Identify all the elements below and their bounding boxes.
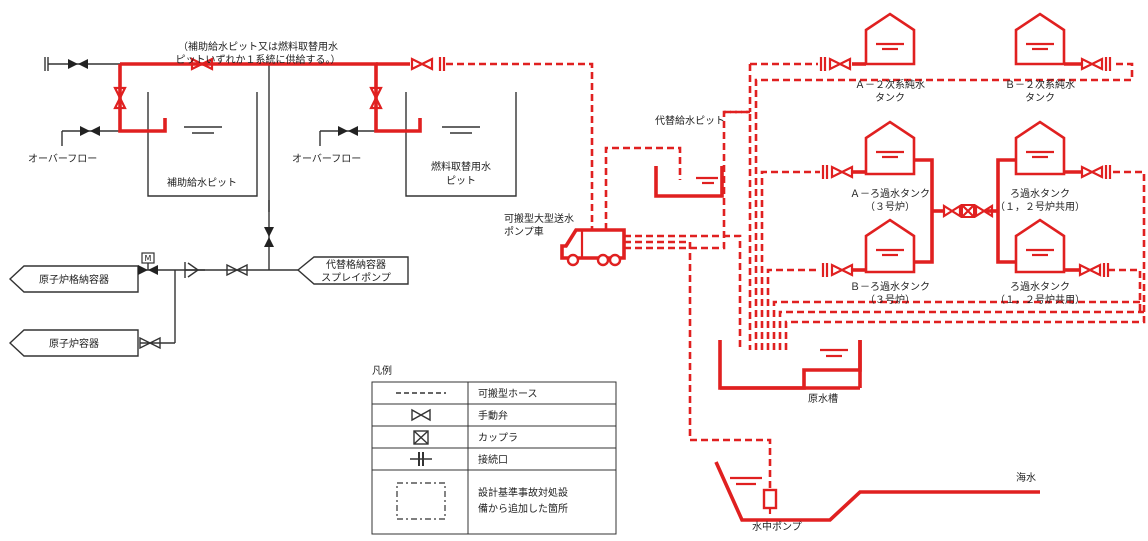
- legend-label-manual-valve: 手動弁: [478, 409, 508, 422]
- fuel-pit-label-1: 燃料取替用水: [431, 160, 491, 173]
- hose-fittings: [819, 57, 1112, 277]
- tank-b2: [1014, 12, 1082, 66]
- aux-pit-label: 補助給水ピット: [167, 176, 237, 189]
- legend-title: 凡例: [372, 364, 392, 377]
- tank-filt-a: [852, 120, 916, 176]
- motor-label: M: [145, 254, 152, 263]
- overflow-right-label: オーバーフロー: [292, 153, 361, 165]
- legend-dashed-box: [396, 482, 446, 520]
- tank-a2-label-1: Ａ－２次系純水: [855, 78, 925, 91]
- black-piping: [8, 57, 517, 357]
- seawater-label: 海水: [1016, 471, 1036, 484]
- manual-valve-icon: [411, 408, 431, 422]
- tank-b2-label-2: タンク: [1025, 92, 1055, 104]
- pcv-vessel-label: 原子炉格納容器: [39, 273, 109, 286]
- note-line2: ピットいずれか１系統に供給する。）: [176, 53, 341, 66]
- filt-b-label-2: （３号炉）: [865, 294, 915, 306]
- reactor-vessel-label: 原子炉容器: [49, 337, 99, 350]
- alt-supply-pit: [654, 166, 724, 198]
- legend-label-hose: 可搬型ホース: [478, 387, 538, 400]
- diagram-labels: （補助給水ピット又は燃料取替用水 ピットいずれか１系統に供給する。） オーバーフ…: [28, 40, 1085, 533]
- fuel-pit-label-2: ピット: [446, 175, 476, 187]
- filt-12a-label-1: ろ過水タンク: [1010, 188, 1070, 200]
- filt-a-label-1: Ａ－ろ過水タンク: [850, 188, 930, 200]
- spray-pump-label-2: スプレイポンプ: [321, 272, 391, 284]
- tank-b2-label-1: Ｂ－２次系純水: [1005, 78, 1075, 91]
- tank-a2: [852, 12, 916, 66]
- truck-label-2: ポンプ車: [504, 225, 544, 238]
- connection-port-icon: [410, 452, 432, 466]
- truck-label-1: 可搬型大型送水: [504, 212, 574, 225]
- filt-12b-label-1: ろ過水タンク: [1010, 281, 1070, 293]
- tank-a2-label-2: タンク: [875, 92, 905, 104]
- filt-12a-label-2: （１，２号炉共用）: [995, 201, 1085, 213]
- note-line1: （補助給水ピット又は燃料取替用水: [178, 40, 338, 53]
- tank-filt-b: [852, 218, 916, 274]
- black-valves: [68, 59, 358, 350]
- legend-label-added-2: 備から追加した箇所: [478, 502, 568, 515]
- portable-hoses: [446, 62, 1146, 490]
- seawater-area: [714, 461, 1040, 522]
- tank-filt-12b: [1014, 218, 1080, 274]
- filt-12b-label-2: （１，２号炉共用）: [995, 294, 1085, 306]
- sub-pump-label: 水中ポンプ: [752, 520, 802, 533]
- tank-interconnect: [914, 158, 1016, 264]
- legend-label-added-1: 設計基準事故対処設: [478, 486, 568, 499]
- raw-tank-label: 原水槽: [808, 392, 838, 405]
- pump-truck-icon: [560, 228, 626, 267]
- raw-water-tank: [718, 340, 862, 390]
- red-valves: [113, 57, 446, 110]
- overflow-left-label: オーバーフロー: [28, 153, 97, 165]
- legend: 凡例 可搬型ホース 手動弁 カップラ 接続口 設計基準事故対処設 備から追加した…: [371, 364, 617, 535]
- tank-filt-12a: [1014, 120, 1082, 176]
- alt-pit-label: 代替給水ピット: [655, 114, 725, 127]
- legend-label-coupler: カップラ: [478, 432, 518, 444]
- filt-b-label-1: Ｂ－ろ過水タンク: [850, 281, 930, 293]
- spray-pump-label-1: 代替格納容器: [326, 258, 386, 271]
- filt-a-label-2: （３号炉）: [865, 201, 915, 213]
- legend-label-connection: 接続口: [478, 453, 508, 466]
- coupler-icon: [413, 430, 429, 445]
